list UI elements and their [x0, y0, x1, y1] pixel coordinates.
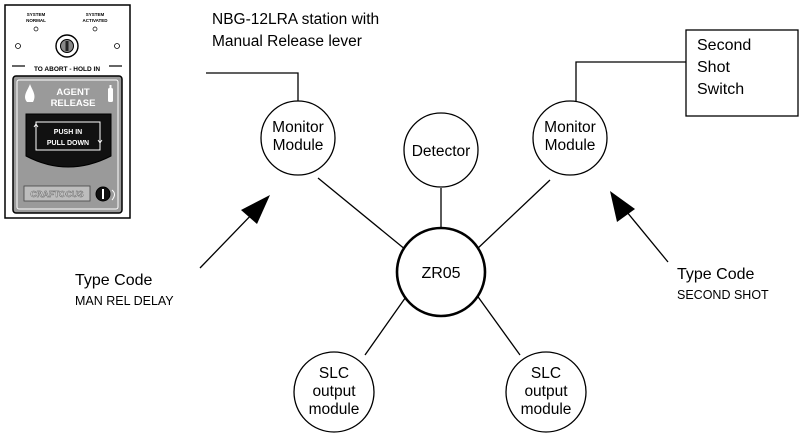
brand-logo: CRAFTOCUS [30, 189, 84, 199]
leader-monitor-right-switch [575, 61, 686, 102]
reset-key-icon [95, 186, 115, 202]
lamp-normal-icon [33, 26, 39, 32]
type-code-right-value: SECOND SHOT [677, 288, 769, 302]
flame-icon [25, 84, 35, 102]
agent-label: AGENT [56, 87, 89, 98]
node-label: Monitor [272, 119, 324, 136]
arrow-type-code-left [199, 195, 270, 269]
node-label: SLC [319, 365, 349, 382]
node-slc-output-right: SLC output module [505, 351, 587, 433]
node-label: ZR05 [421, 265, 460, 282]
switch-label: Shot [697, 59, 730, 76]
station-caption: NBG-12LRA station with [212, 11, 379, 28]
mount-screw-icon [15, 43, 21, 49]
edge-center-slc-right [475, 293, 521, 356]
nbg-12lra-station: SYSTEM NORMAL SYSTEM ACTIVATED TO ABORT … [4, 4, 131, 219]
release-lever: PUSH IN PULL DOWN [25, 113, 112, 168]
agent-label: RELEASE [51, 98, 96, 109]
lamp-label: SYSTEM [27, 12, 46, 17]
key-switch-icon [55, 34, 79, 58]
lamp-label: NORMAL [26, 18, 46, 23]
lamp-label: ACTIVATED [82, 18, 108, 23]
node-label: SLC [531, 365, 561, 382]
extinguisher-icon [108, 85, 113, 102]
node-label: module [309, 401, 360, 418]
node-label: Module [545, 137, 596, 154]
type-code-right-title: Type Code [677, 266, 754, 283]
second-shot-switch-box: Second Shot Switch [685, 29, 799, 117]
mount-screw-icon [114, 43, 120, 49]
node-label: output [524, 383, 568, 400]
node-monitor-module-left: Monitor Module [260, 100, 336, 176]
station-caption: Manual Release lever [212, 33, 362, 50]
type-code-left-title: Type Code [75, 272, 152, 289]
switch-label: Second [697, 37, 751, 54]
edge-center-slc-left [364, 293, 409, 356]
pull-down-label: PULL DOWN [47, 140, 89, 147]
lamp-activated-icon [92, 26, 98, 32]
edge-center-monitor-left [317, 177, 407, 251]
lamp-label: SYSTEM [86, 12, 105, 17]
abort-instruction: TO ABORT - HOLD IN [34, 66, 100, 73]
node-label: Detector [412, 143, 471, 160]
type-code-left-value: MAN REL DELAY [75, 294, 174, 308]
leader-station-monitor-left [206, 72, 299, 102]
node-detector: Detector [403, 112, 479, 188]
arrow-type-code-right [610, 191, 669, 263]
node-monitor-module-right: Monitor Module [532, 100, 608, 176]
node-label: Module [273, 137, 324, 154]
node-label: Monitor [544, 119, 596, 136]
node-zr05: ZR05 [395, 226, 487, 318]
edge-center-monitor-right [475, 179, 551, 251]
node-label: output [312, 383, 356, 400]
node-label: module [521, 401, 572, 418]
push-in-label: PUSH IN [54, 129, 82, 136]
node-slc-output-left: SLC output module [293, 351, 375, 433]
switch-label: Switch [697, 81, 744, 98]
